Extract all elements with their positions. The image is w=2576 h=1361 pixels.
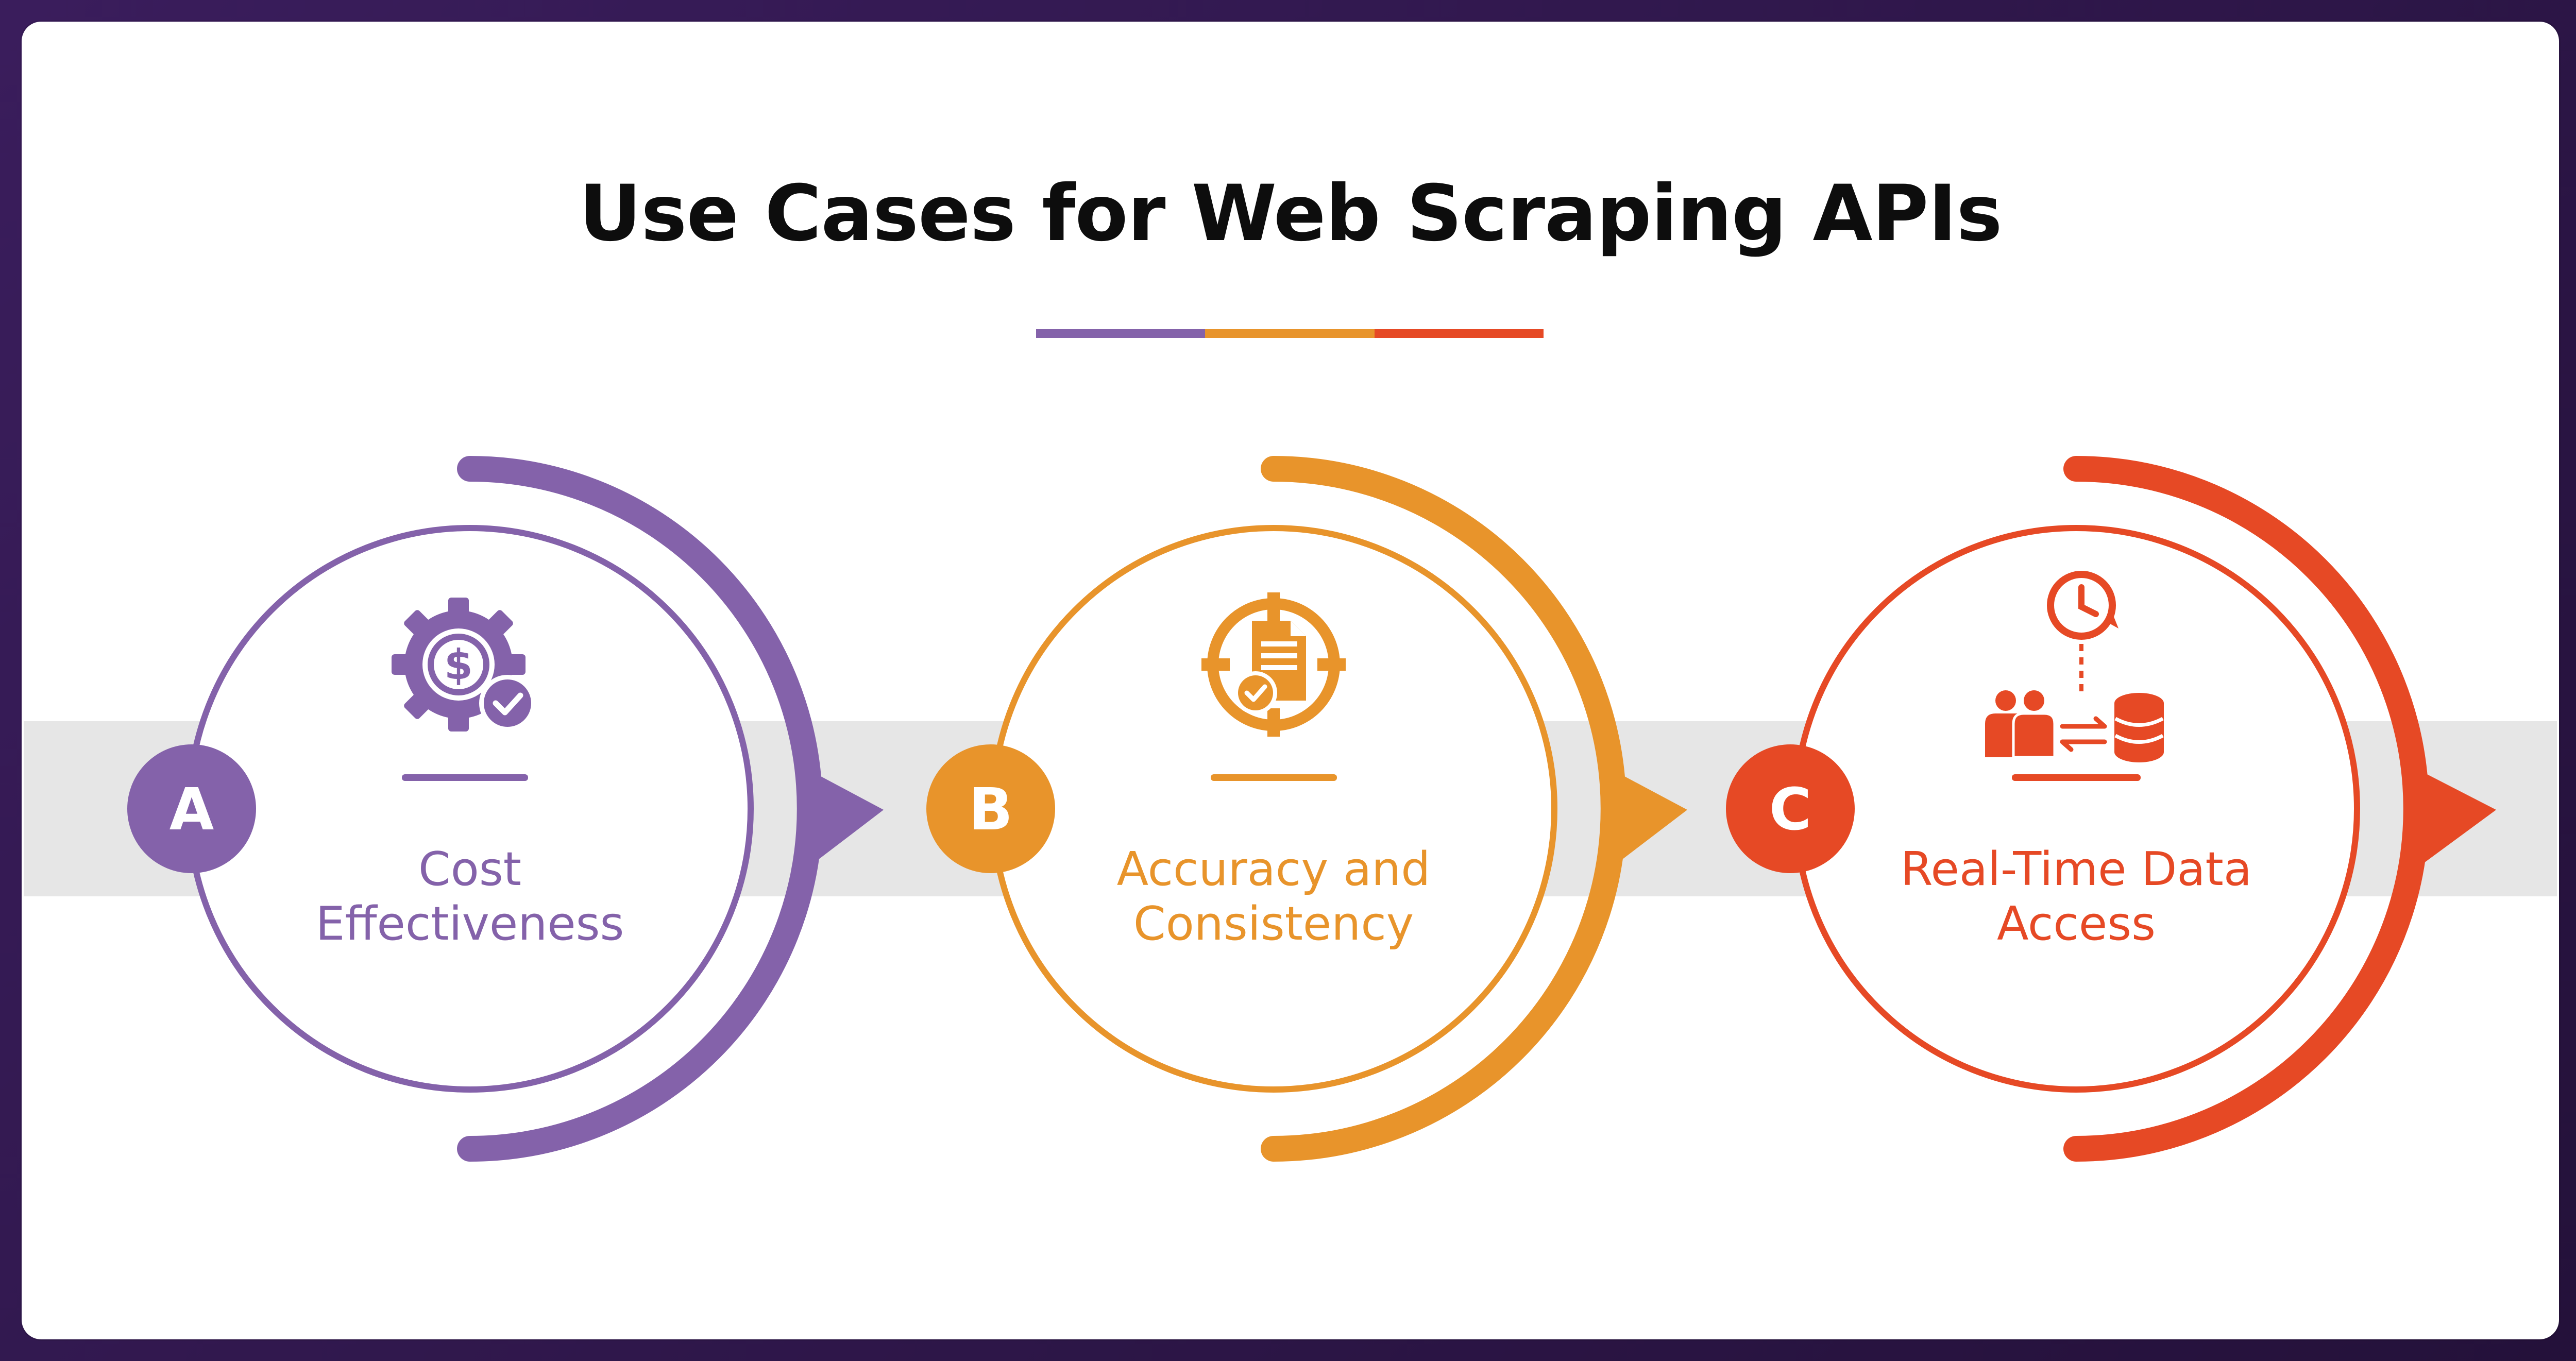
title-underline: [1036, 329, 1544, 338]
step-a-arrowhead: [814, 773, 884, 863]
step-a-divider: [402, 774, 528, 781]
underline-segment-purple: [1036, 329, 1206, 338]
svg-text:$: $: [444, 641, 473, 689]
step-b-arrowhead: [1618, 773, 1687, 863]
step-b-outer-arc: [1261, 456, 1626, 1162]
step-c-letter: C: [1769, 776, 1811, 843]
step-c-arrowhead: [2424, 773, 2496, 863]
step-c-ring: [1792, 525, 2360, 1093]
underline-segment-red: [1374, 329, 1544, 338]
step-b-letter: B: [969, 776, 1012, 843]
cost-gear-dollar-check-icon: $: [392, 598, 536, 731]
page-title: Use Cases for Web Scraping APIs: [579, 169, 2002, 259]
step-c-label-line1: Real-Time Data: [1901, 842, 2252, 896]
step-a-badge: [127, 744, 256, 873]
step-a-outer-arc: [457, 456, 823, 1162]
clock-users-database-icon: [1985, 571, 2164, 762]
underline-segment-orange: [1205, 329, 1375, 338]
step-c-divider: [2012, 774, 2141, 781]
step-b: B: [926, 456, 1687, 1162]
step-b-label-line2: Consistency: [1133, 897, 1414, 951]
step-c: C: [1726, 456, 2496, 1162]
step-b-label-line1: Accuracy and: [1116, 842, 1431, 896]
step-a-label-line2: Effectiveness: [315, 897, 624, 951]
step-b-divider: [1211, 774, 1337, 781]
step-a: A $: [127, 456, 884, 1162]
step-c-label-line2: Access: [1996, 897, 2156, 951]
step-a-label: Cost Effectiveness: [187, 842, 753, 951]
step-c-label: Real-Time Data Access: [1793, 842, 2360, 951]
step-b-badge: [926, 744, 1055, 873]
step-b-label: Accuracy and Consistency: [990, 842, 1557, 951]
step-c-outer-arc: [2063, 456, 2429, 1162]
step-a-label-line1: Cost: [418, 842, 522, 896]
step-c-badge: [1726, 744, 1855, 873]
target-document-check-icon: [1201, 592, 1346, 737]
step-a-letter: A: [170, 776, 214, 843]
